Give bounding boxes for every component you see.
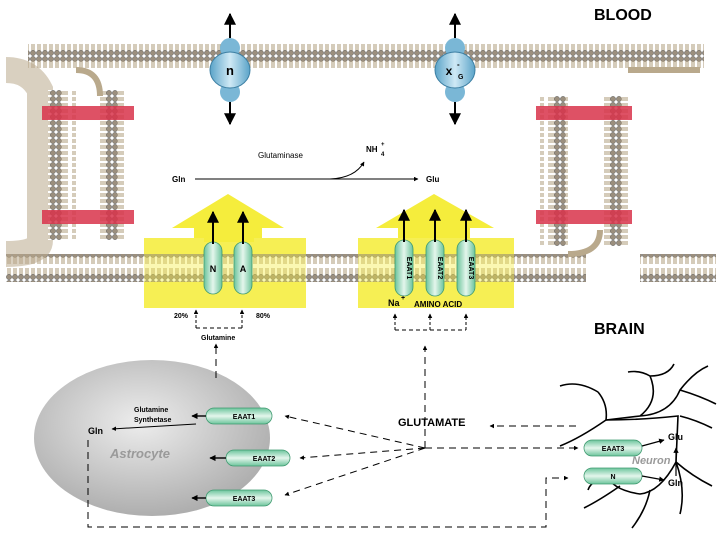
transporter-a-abluminal-label: A (240, 264, 247, 274)
transporter-n-label: n (226, 63, 234, 78)
sodium-sup: + (401, 295, 405, 302)
transporter-xg-sup: - (457, 60, 460, 69)
neuron-transporter-n: N (583, 467, 643, 485)
neuron: Neuron EAAT3 N Glu Gln (559, 363, 717, 529)
astrocyte-name: Astrocyte (109, 446, 170, 461)
glutamine-label: Glutamine (201, 335, 235, 342)
astrocyte: Astrocyte Gln Glutamine Synthetase EAAT1… (34, 360, 291, 516)
region-label-blood: BLOOD (594, 7, 652, 24)
neuron-name: Neuron (632, 455, 671, 467)
astrocyte-eaat3-label: EAAT3 (233, 496, 256, 503)
neuron-n-label: N (610, 474, 615, 481)
tight-junctions (42, 106, 632, 224)
abluminal-eaat-transporters: EAAT1 EAAT2 EAAT3 Na + AMINO ACID (358, 194, 514, 331)
transporter-n-abluminal-label: N (210, 264, 217, 274)
eaat2-abluminal-label: EAAT2 (436, 257, 443, 280)
glutamine-synthetase-line2: Synthetase (134, 417, 171, 424)
neuron-eaat3-label: EAAT3 (602, 446, 625, 453)
luminal-transporter-n: n (209, 12, 251, 126)
glutaminase-reaction: Gln Glutaminase NH 4 + Glu (172, 142, 439, 184)
astrocyte-eaat3: EAAT3 (205, 489, 273, 507)
glutamate-fluxes (87, 343, 579, 528)
glutamine-fraction-n: 20% (174, 313, 189, 320)
abluminal-system-na: N A 20% 80% Glutamine (144, 194, 306, 342)
neuron-gln: Gln (668, 478, 683, 488)
reaction-substrate: Gln (172, 175, 185, 184)
amino-acid-label: AMINO ACID (414, 300, 462, 309)
neuron-glu: Glu (668, 432, 683, 442)
astrocyte-eaat1: EAAT1 (205, 407, 273, 425)
region-label-brain: BRAIN (594, 321, 645, 338)
astrocyte-eaat2-label: EAAT2 (253, 456, 276, 463)
eaat1-abluminal-label: EAAT1 (405, 257, 412, 280)
reaction-enzyme: Glutaminase (258, 151, 303, 160)
reaction-byproduct: NH (366, 145, 378, 154)
sodium-label: Na (388, 298, 400, 308)
reaction-product: Glu (426, 175, 439, 184)
glutamine-synthetase-line1: Glutamine (134, 407, 168, 414)
luminal-transporter-xg: x G - (434, 12, 476, 126)
transporter-xg-sub: G (458, 74, 464, 81)
transporter-xg-label: x (446, 64, 453, 78)
astrocyte-eaat1-label: EAAT1 (233, 414, 256, 421)
glutamine-fraction-a: 80% (256, 313, 271, 320)
glutamate-label: GLUTAMATE (398, 417, 465, 429)
neuron-eaat3: EAAT3 (583, 439, 643, 457)
astrocyte-eaat2: EAAT2 (225, 449, 291, 467)
reaction-byproduct-sup: + (381, 142, 385, 148)
eaat3-abluminal-label: EAAT3 (467, 257, 474, 280)
astrocyte-gln: Gln (88, 426, 103, 436)
reaction-byproduct-sub: 4 (381, 152, 385, 158)
